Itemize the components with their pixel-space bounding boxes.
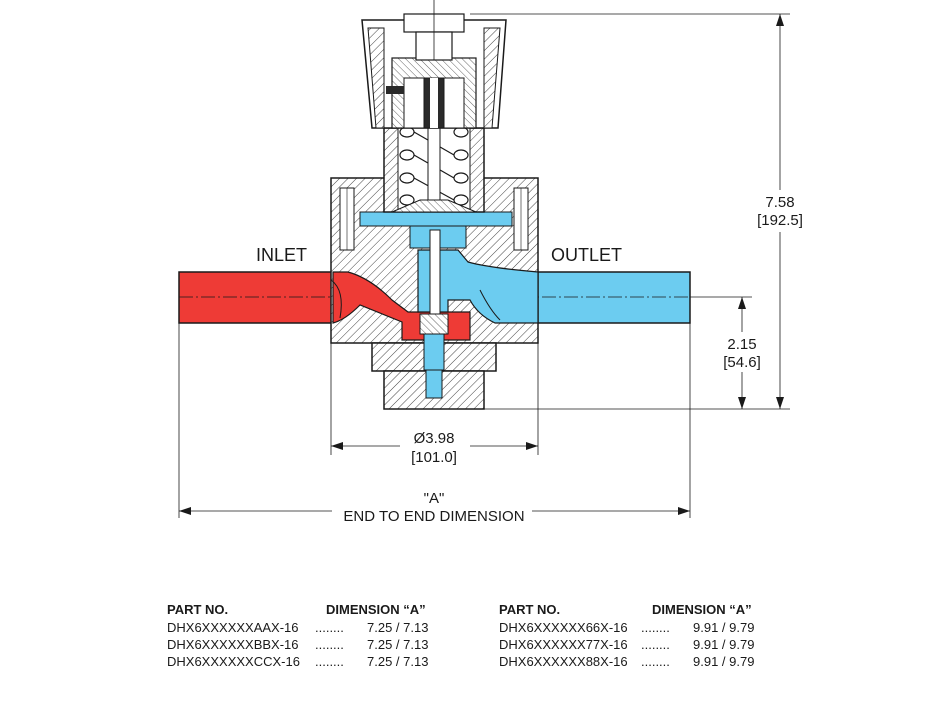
header-part-no: PART NO.: [499, 602, 561, 617]
offset-dimension-in: 2.15: [727, 336, 756, 353]
dot-leader: ........: [641, 637, 670, 652]
diameter-dimension-mm: [101.0]: [411, 449, 457, 466]
table-row: DHX6XXXXXX66X-16 ........ 9.91 / 9.79: [499, 620, 799, 637]
dot-leader: ........: [641, 620, 670, 635]
part-number: DHX6XXXXXXCCX-16: [167, 654, 300, 669]
part-table-left: PART NO. DIMENSION “A” DHX6XXXXXXAAX-16 …: [167, 602, 467, 671]
end-to-end-label: "A": [424, 490, 445, 507]
outlet-tube: [520, 271, 691, 324]
part-number: DHX6XXXXXX66X-16: [499, 620, 628, 635]
part-number: DHX6XXXXXX88X-16: [499, 654, 628, 669]
height-dimension-in: 7.58: [765, 194, 794, 211]
dimension-value: 7.25 / 7.13: [367, 654, 429, 669]
dot-leader: ........: [641, 654, 670, 669]
part-number: DHX6XXXXXXAAX-16: [167, 620, 299, 635]
part-table-right: PART NO. DIMENSION “A” DHX6XXXXXX66X-16 …: [499, 602, 799, 671]
bonnet: [383, 79, 485, 213]
dimension-value: 7.25 / 7.13: [367, 637, 429, 652]
table-row: DHX6XXXXXXCCX-16 ........ 7.25 / 7.13: [167, 654, 467, 671]
dimension-value: 9.91 / 9.79: [693, 637, 755, 652]
dimension-arrowheads: [179, 14, 784, 515]
table-header: PART NO. DIMENSION “A”: [167, 602, 467, 620]
inlet-tube: [178, 271, 345, 324]
table-row: DHX6XXXXXX77X-16 ........ 9.91 / 9.79: [499, 637, 799, 654]
dimension-value: 7.25 / 7.13: [367, 620, 429, 635]
dimension-value: 9.91 / 9.79: [693, 620, 755, 635]
dot-leader: ........: [315, 637, 344, 652]
dimension-lines: [178, 13, 790, 518]
part-number: DHX6XXXXXX77X-16: [499, 637, 628, 652]
table-row: DHX6XXXXXX88X-16 ........ 9.91 / 9.79: [499, 654, 799, 671]
table-row: DHX6XXXXXXBBX-16 ........ 7.25 / 7.13: [167, 637, 467, 654]
header-part-no: PART NO.: [167, 602, 229, 617]
dot-leader: ........: [315, 620, 344, 635]
table-header: PART NO. DIMENSION “A”: [499, 602, 799, 620]
header-dimension: DIMENSION “A”: [326, 602, 426, 617]
diameter-dimension-in: Ø3.98: [414, 430, 455, 447]
offset-dimension-mm: [54.6]: [723, 354, 761, 371]
handle-knob: [361, 0, 507, 129]
end-to-end-caption: END TO END DIMENSION: [343, 508, 524, 525]
header-dimension: DIMENSION “A”: [652, 602, 752, 617]
valve-body: [330, 177, 539, 410]
height-dimension-mm: [192.5]: [757, 212, 803, 229]
dimension-value: 9.91 / 9.79: [693, 654, 755, 669]
part-number: DHX6XXXXXXBBX-16: [167, 637, 299, 652]
table-row: DHX6XXXXXXAAX-16 ........ 7.25 / 7.13: [167, 620, 467, 637]
outlet-label: OUTLET: [551, 245, 622, 265]
dot-leader: ........: [315, 654, 344, 669]
inlet-label: INLET: [256, 245, 307, 265]
